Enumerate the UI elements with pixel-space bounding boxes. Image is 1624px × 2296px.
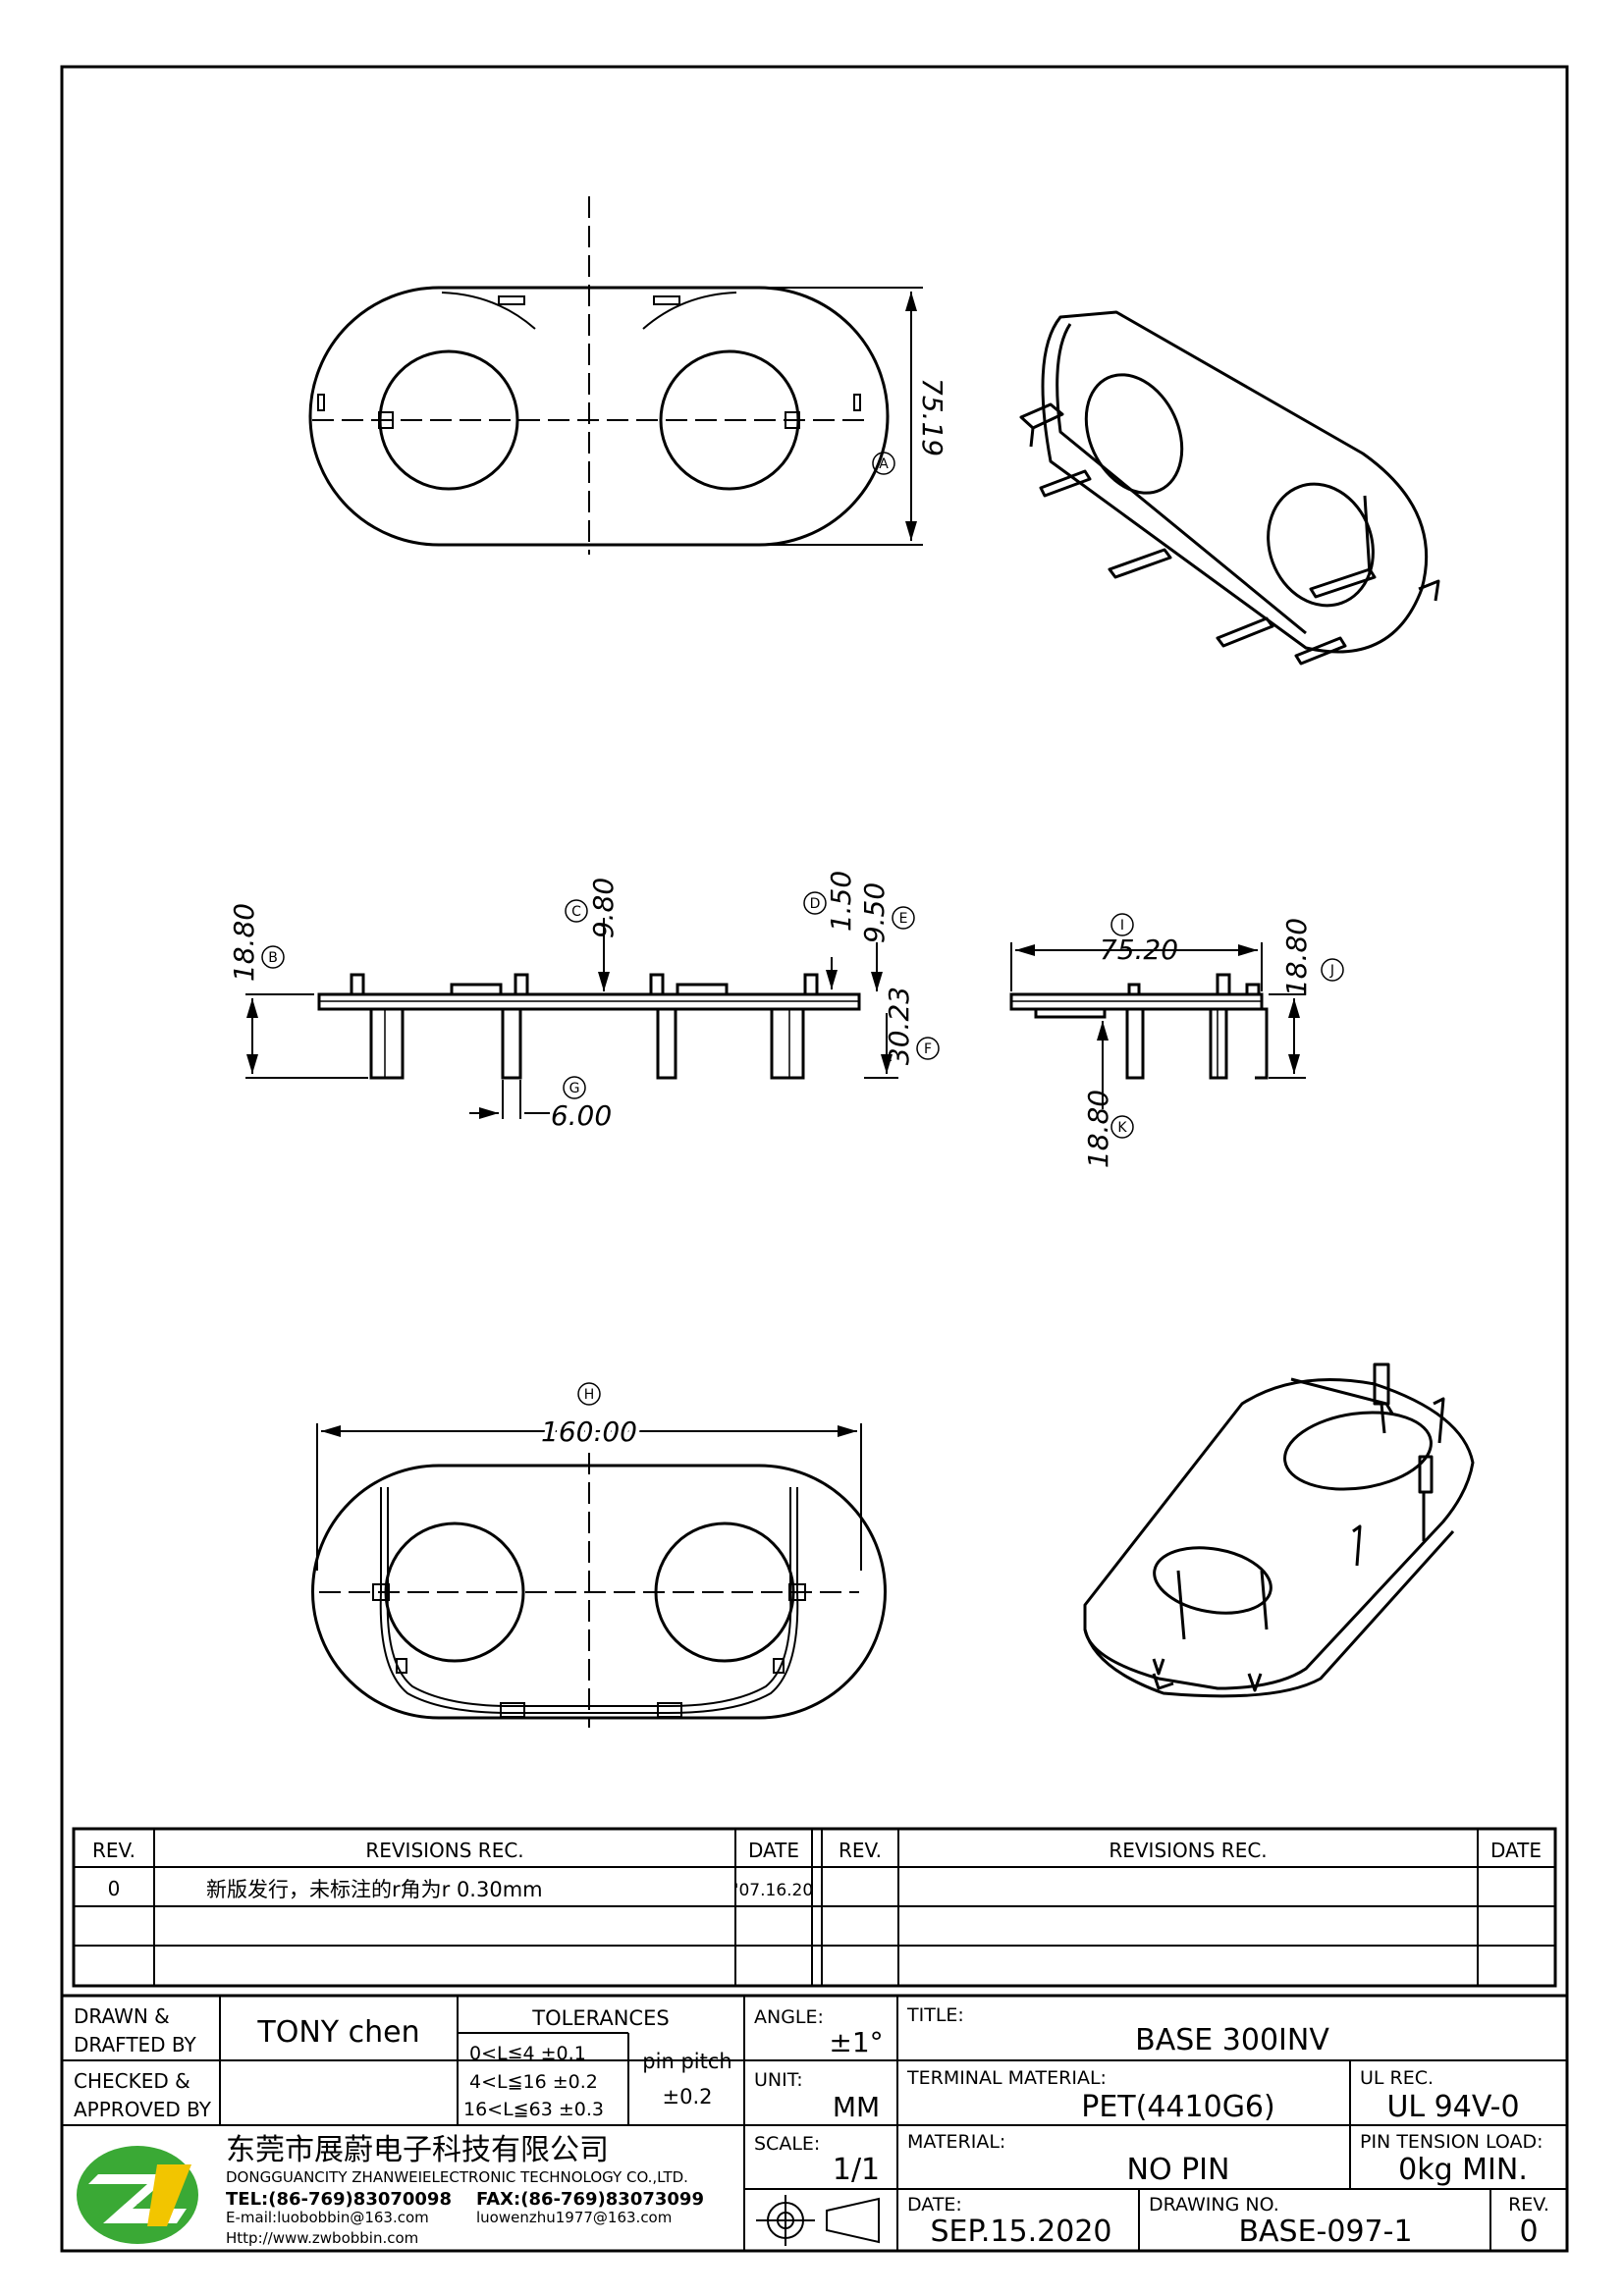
dim-i-tag: I xyxy=(1120,918,1124,934)
front-view xyxy=(317,973,861,1080)
date-header-left: DATE xyxy=(748,1839,799,1862)
rev-header-left: REV. xyxy=(92,1839,135,1862)
bottom-view-centerlines xyxy=(319,1453,859,1728)
company-tel: TEL:(86-769)83070098 xyxy=(226,2189,452,2210)
dim-a-tag: A xyxy=(879,456,889,472)
company-fax: FAX:(86-769)83073099 xyxy=(476,2189,704,2210)
side-view-callouts: I 75.20 J 18.80 K 18.80 xyxy=(1082,913,1344,1168)
drawing-no-value: BASE-097-1 xyxy=(1238,2215,1412,2249)
unit-value: MM xyxy=(833,2091,880,2123)
scale-label: SCALE: xyxy=(754,2133,820,2155)
dim-g-value: 6.00 xyxy=(551,1099,612,1132)
tolerances-label: TOLERANCES xyxy=(531,2006,669,2030)
dim-j-tag: J xyxy=(1329,963,1334,979)
dim-c-value: 9.80 xyxy=(587,878,620,938)
drawing-frame xyxy=(60,65,1569,2253)
dim-a-line xyxy=(759,287,923,546)
title-label: TITLE: xyxy=(906,2004,964,2026)
revision-row-rec: 新版发行，未标注的r角为r 0.30mm xyxy=(206,1878,543,1901)
side-view xyxy=(1009,973,1269,1080)
dim-a-callout: A 75.19 xyxy=(872,378,948,475)
dim-g-tag: G xyxy=(569,1081,580,1096)
top-view-outline xyxy=(308,286,890,547)
title-value: BASE 300INV xyxy=(1135,2023,1329,2057)
pin-pitch-value: ±0.2 xyxy=(663,2085,713,2109)
dim-k-value: 18.80 xyxy=(1082,1090,1114,1168)
date-header-right: DATE xyxy=(1490,1839,1542,1862)
ul-rec-value: UL 94V-0 xyxy=(1386,2090,1519,2124)
dim-j-value: 18.80 xyxy=(1280,918,1313,996)
material-value: NO PIN xyxy=(1127,2153,1230,2187)
dim-e-tag: E xyxy=(899,911,908,927)
dim-d-tag: D xyxy=(810,896,821,912)
dim-i-value: 75.20 xyxy=(1100,934,1178,966)
dim-f-tag: F xyxy=(924,1041,932,1057)
dim-h-line xyxy=(316,1423,862,1571)
dim-h-callout: H 160.00 xyxy=(537,1382,641,1452)
side-view-dims xyxy=(1010,942,1306,1109)
dim-c-tag: C xyxy=(571,904,581,920)
dim-d-value: 1.50 xyxy=(825,871,857,932)
logo-text: ZW xyxy=(136,2204,138,2206)
dim-a-value: 75.19 xyxy=(916,378,948,456)
rev-header-right: REV. xyxy=(839,1839,882,1862)
company-web: Http://www.zwbobbin.com xyxy=(226,2229,418,2247)
checked-label-1: CHECKED & xyxy=(74,2069,190,2093)
company-name-en: DONGGUANCITY ZHANWEIELECTRONIC TECHNOLOG… xyxy=(226,2168,688,2186)
unit-label: UNIT: xyxy=(754,2069,803,2091)
angle-value: ±1° xyxy=(829,2026,883,2058)
dim-b-tag: B xyxy=(268,950,278,966)
drawing-no-label: DRAWING NO. xyxy=(1149,2194,1279,2216)
front-view-callouts: B 18.80 C 9.80 D 1.50 E 9.50 F 30.23 G 6… xyxy=(228,871,940,1132)
pin-tension-label: PIN TENSION LOAD: xyxy=(1360,2131,1543,2153)
date-value: SEP.15.2020 xyxy=(930,2215,1111,2249)
company-email: E-mail:luobobbin@163.com xyxy=(226,2209,429,2226)
projection-symbol xyxy=(756,2195,880,2246)
company-name-cn: 东莞市展蔚电子科技有限公司 xyxy=(226,2133,609,2167)
title-block-text: DRAWN & DRAFTED BY TONY chen CHECKED & A… xyxy=(74,2004,1549,2249)
revision-row-date: '07.16.20 xyxy=(734,1881,813,1900)
title-block-grid xyxy=(60,1994,1569,2253)
angle-label: ANGLE: xyxy=(754,2006,824,2028)
checked-label-2: APPROVED BY xyxy=(74,2098,212,2121)
tolerance-row-2: 4<L≦16 ±0.2 xyxy=(469,2071,598,2093)
revision-row-rev: 0 xyxy=(108,1877,121,1900)
rev-label: REV. xyxy=(1508,2194,1549,2216)
front-view-dims xyxy=(245,918,898,1119)
company-logo: ZW xyxy=(77,2146,198,2244)
scale-value: 1/1 xyxy=(833,2153,880,2187)
tolerance-row-1: 0<L≦4 ±0.1 xyxy=(469,2043,586,2064)
drawn-label-2: DRAFTED BY xyxy=(74,2033,197,2056)
rec-header-left: REVISIONS REC. xyxy=(365,1839,523,1862)
date-label: DATE: xyxy=(907,2194,962,2216)
dim-h-value: 160.00 xyxy=(541,1415,637,1448)
terminal-material-value: PET(4410G6) xyxy=(1081,2090,1274,2124)
dim-f-value: 30.23 xyxy=(883,987,915,1065)
dim-h-tag: H xyxy=(584,1387,595,1403)
dim-k-tag: K xyxy=(1117,1120,1127,1136)
iso-view-bottom-right xyxy=(1083,1362,1475,1698)
company-info: 东莞市展蔚电子科技有限公司 DONGGUANCITY ZHANWEIELECTR… xyxy=(226,2133,704,2247)
dim-e-value: 9.50 xyxy=(858,882,891,943)
drawn-label-1: DRAWN & xyxy=(74,2004,170,2028)
rev-value: 0 xyxy=(1519,2215,1538,2249)
pin-tension-value: 0kg MIN. xyxy=(1398,2153,1528,2187)
iso-view-top-right xyxy=(1019,310,1440,666)
tolerance-row-3: 16<L≦63 ±0.3 xyxy=(463,2099,604,2120)
rec-header-right: REVISIONS REC. xyxy=(1109,1839,1267,1862)
top-view xyxy=(308,286,890,547)
company-email-2: luowenzhu1977@163.com xyxy=(476,2209,672,2226)
pin-pitch-label: pin pitch xyxy=(642,2050,731,2073)
material-label: MATERIAL: xyxy=(907,2131,1005,2153)
top-view-centerlines xyxy=(312,196,864,555)
drawn-value: TONY chen xyxy=(256,2015,419,2050)
revision-table xyxy=(72,1827,1557,1988)
dim-b-value: 18.80 xyxy=(228,903,260,982)
ul-rec-label: UL REC. xyxy=(1360,2067,1434,2089)
revision-table-text: REV. REVISIONS REC. DATE REV. REVISIONS … xyxy=(92,1839,1542,1901)
terminal-material-label: TERMINAL MATERIAL: xyxy=(906,2067,1107,2089)
